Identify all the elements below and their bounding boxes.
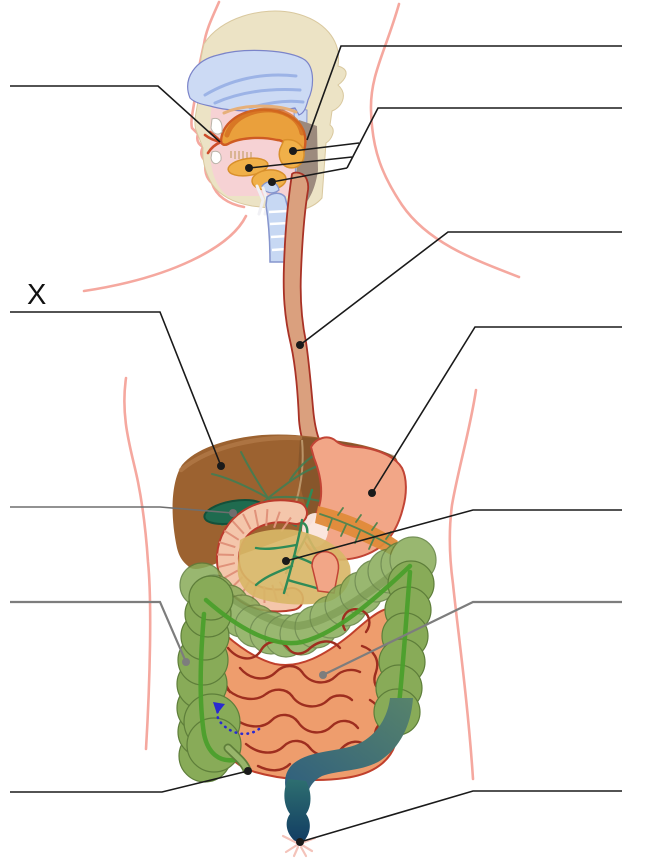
- leader-salivary-gland-submandibular-line: [271, 167, 348, 183]
- flow-arrow: [213, 702, 261, 736]
- pancreas-band-veins: [319, 507, 394, 550]
- sigmoid-rectum: [281, 698, 413, 858]
- anus-flares: [281, 834, 317, 858]
- duodenum-stripe: [218, 541, 236, 549]
- leader-pancreas-line: [285, 509, 622, 562]
- duodenum-stripe: [222, 569, 239, 580]
- right-neck-shoulder-line: [369, 2, 521, 279]
- intestine-loop-line: [244, 739, 312, 754]
- leader-esophagus-dot: [296, 341, 304, 349]
- leader-appendix-line: [10, 770, 249, 793]
- duodenum-stripe: [280, 516, 292, 532]
- leader-salivary-gland-sublingual-line: [248, 156, 353, 169]
- leader-large-intestine-line: [10, 600, 188, 663]
- intestine-loop-line: [256, 762, 292, 772]
- transverse-colon-shadow: [208, 562, 408, 631]
- leader-salivary-gland-sublingual-dot: [245, 164, 253, 172]
- duodenum-stripe: [273, 511, 281, 529]
- leader-gallbladder-dot: [229, 509, 237, 517]
- leader-mouth-line: [10, 85, 221, 143]
- duodenum-stripe: [253, 509, 260, 527]
- head-sagittal: [187, 10, 347, 263]
- liver-top-highlight: [178, 435, 303, 473]
- duodenum-stripe: [265, 509, 269, 527]
- callout-leader-lines: [10, 45, 622, 846]
- jejunal-flexure: [311, 550, 340, 594]
- intestine-loop-line: [258, 640, 310, 655]
- leader-gallbladder-line: [10, 506, 234, 514]
- duodenum-stripe: [242, 513, 252, 530]
- intestine-loop-line: [226, 688, 294, 701]
- intestine-loop-line: [300, 668, 362, 684]
- colon-haustrum: [188, 575, 234, 621]
- rectum: [284, 779, 311, 842]
- leader-liver-x-marked-line: [10, 311, 222, 467]
- sigmoid-colon: [285, 698, 413, 792]
- intestine-loop-line: [290, 694, 354, 708]
- lower-incisor: [210, 150, 222, 165]
- leader-anus-line: [299, 790, 622, 843]
- intestine-loop-line: [226, 646, 262, 660]
- duodenum-stripe: [231, 520, 245, 535]
- leader-appendix-dot: [244, 767, 252, 775]
- flow-arrowhead: [213, 702, 225, 714]
- left-hip-line: [123, 376, 152, 751]
- leader-salivary-gland-upper-dot: [289, 147, 297, 155]
- cranium-blob: [187, 49, 314, 116]
- tongue-top-band: [224, 107, 305, 138]
- duodenum-stripe: [223, 529, 240, 541]
- leader-small-intestine-line: [322, 600, 622, 676]
- leader-large-intestine-dot: [182, 658, 190, 666]
- leader-liver-x-marked-dot: [217, 462, 225, 470]
- esophagus: [282, 171, 322, 448]
- leader-salivary-gland-submandibular-dot: [268, 178, 276, 186]
- upper-incisor: [210, 117, 223, 135]
- marker-x-label: X: [27, 279, 46, 311]
- leader-esophagus-line: [299, 231, 622, 346]
- leader-stomach-dot: [368, 489, 376, 497]
- leader-small-intestine-dot: [319, 671, 327, 679]
- hard-palate-line: [222, 104, 298, 115]
- colon-haustrum: [186, 717, 242, 773]
- leader-pharynx-line: [306, 45, 622, 141]
- intestine-loop-line: [306, 640, 342, 652]
- leader-salivary-gland-upper-line: [292, 142, 360, 152]
- leader-pancreas-dot: [282, 557, 290, 565]
- pancreas-band: [315, 506, 398, 555]
- teeth: [210, 117, 223, 165]
- duodenum-stripe: [218, 562, 236, 569]
- leader-stomach-line: [371, 326, 622, 494]
- left-shoulder-line: [82, 214, 248, 293]
- leader-salivary-glands-main-line: [346, 107, 622, 169]
- leader-anus-dot: [296, 838, 304, 846]
- intestine-loop-line: [296, 719, 360, 734]
- duodenum-stripe: [216, 553, 235, 557]
- pancreas: [237, 506, 398, 605]
- intestine-loop-line: [238, 664, 304, 680]
- intestine-loop-line: [230, 713, 300, 728]
- right-hip-line: [448, 388, 478, 781]
